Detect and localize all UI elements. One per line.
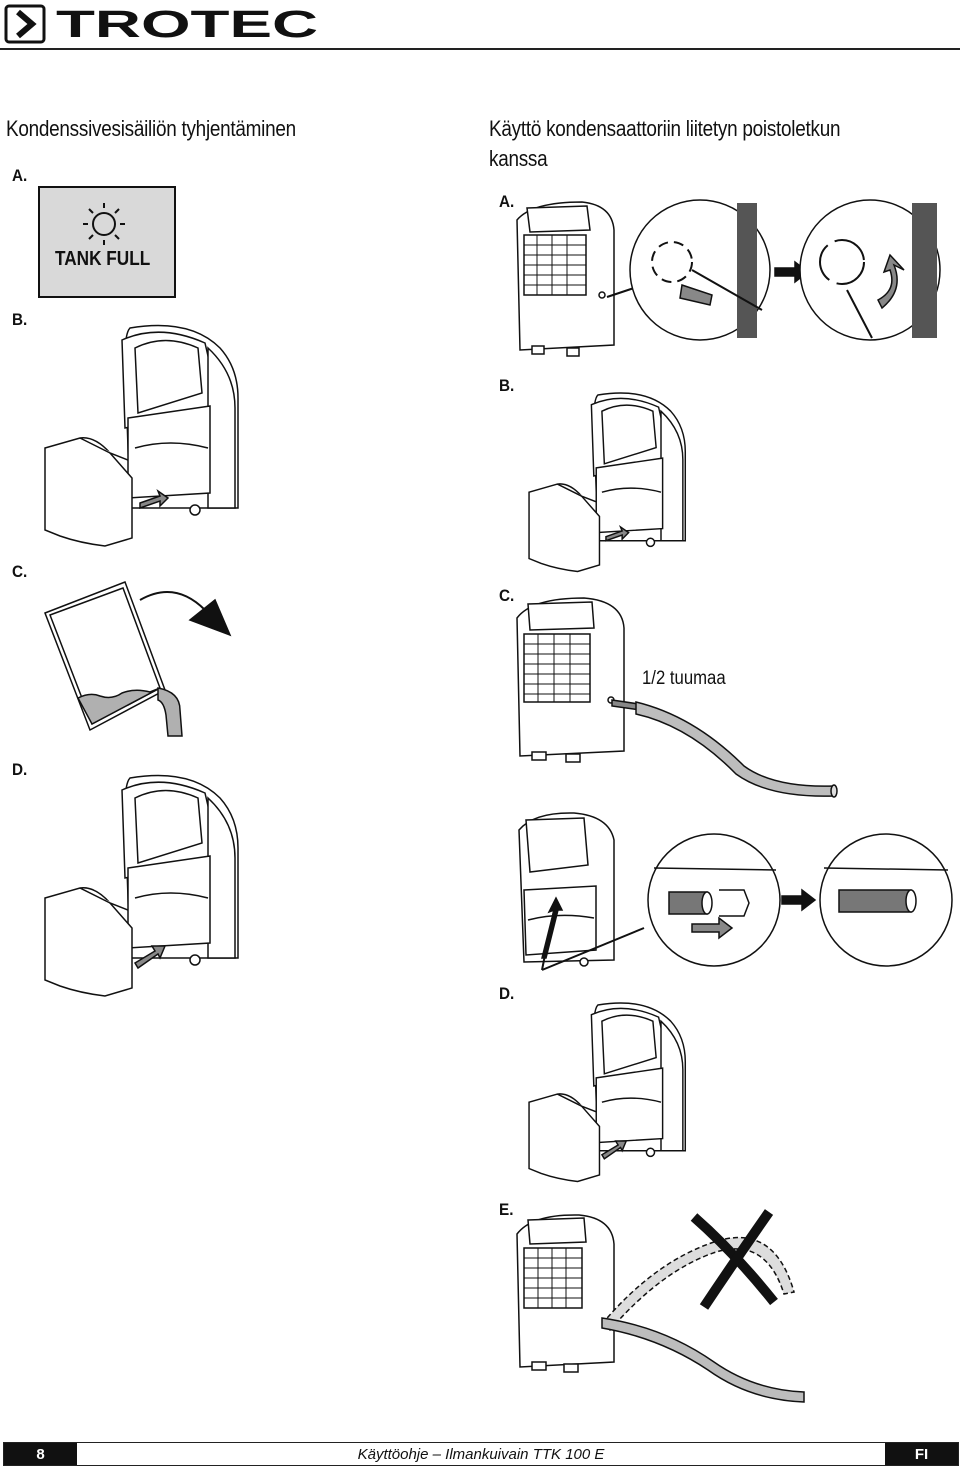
- right-step-c: C.: [499, 586, 515, 605]
- right-tank-inserted-illustration: [525, 995, 695, 1190]
- footer-bar: 8 Käyttöohje – Ilmankuivain TTK 100 E FI: [3, 1442, 959, 1466]
- right-section-title-line1: Käyttö kondensaattoriin liitetyn poistol…: [489, 116, 841, 141]
- right-step-d: D.: [499, 984, 515, 1003]
- left-section-title: Kondenssivesisäiliön tyhjentäminen: [6, 116, 296, 141]
- right-tank-removed-illustration: [525, 385, 695, 580]
- header-rule: [0, 48, 960, 50]
- language-code: FI: [885, 1443, 958, 1465]
- right-section-title-line2: kanssa: [489, 146, 548, 171]
- right-step-a: A.: [499, 192, 515, 211]
- right-step-e: E.: [499, 1200, 514, 1219]
- right-step-b: B.: [499, 376, 515, 395]
- tank-full-display: TANK FULL: [38, 186, 176, 303]
- dehumidifier-tank-inserted-illustration: [40, 768, 250, 1005]
- trotec-logo: TROTEC: [4, 4, 324, 49]
- drain-plug-removal-illustration: [512, 199, 942, 365]
- hose-insertion-detail-illustration: [514, 810, 954, 985]
- tank-full-text: TANK FULL: [55, 248, 151, 270]
- document-title: Käyttöohje – Ilmankuivain TTK 100 E: [357, 1445, 605, 1463]
- brand-wordmark: TROTEC: [56, 4, 318, 46]
- left-step-a: A.: [12, 166, 28, 185]
- hose-size-label: 1/2 tuumaa: [642, 668, 726, 689]
- left-step-d: D.: [12, 760, 28, 779]
- hose-routing-illustration: [514, 1209, 814, 1417]
- dehumidifier-tank-removed-illustration: [40, 318, 250, 553]
- indicator-light-icon: [83, 203, 125, 245]
- pour-water-illustration: [40, 580, 240, 745]
- left-step-b: B.: [12, 310, 28, 329]
- left-step-c: C.: [12, 562, 28, 581]
- hose-connected-illustration: [514, 596, 844, 801]
- page-number: 8: [4, 1443, 77, 1465]
